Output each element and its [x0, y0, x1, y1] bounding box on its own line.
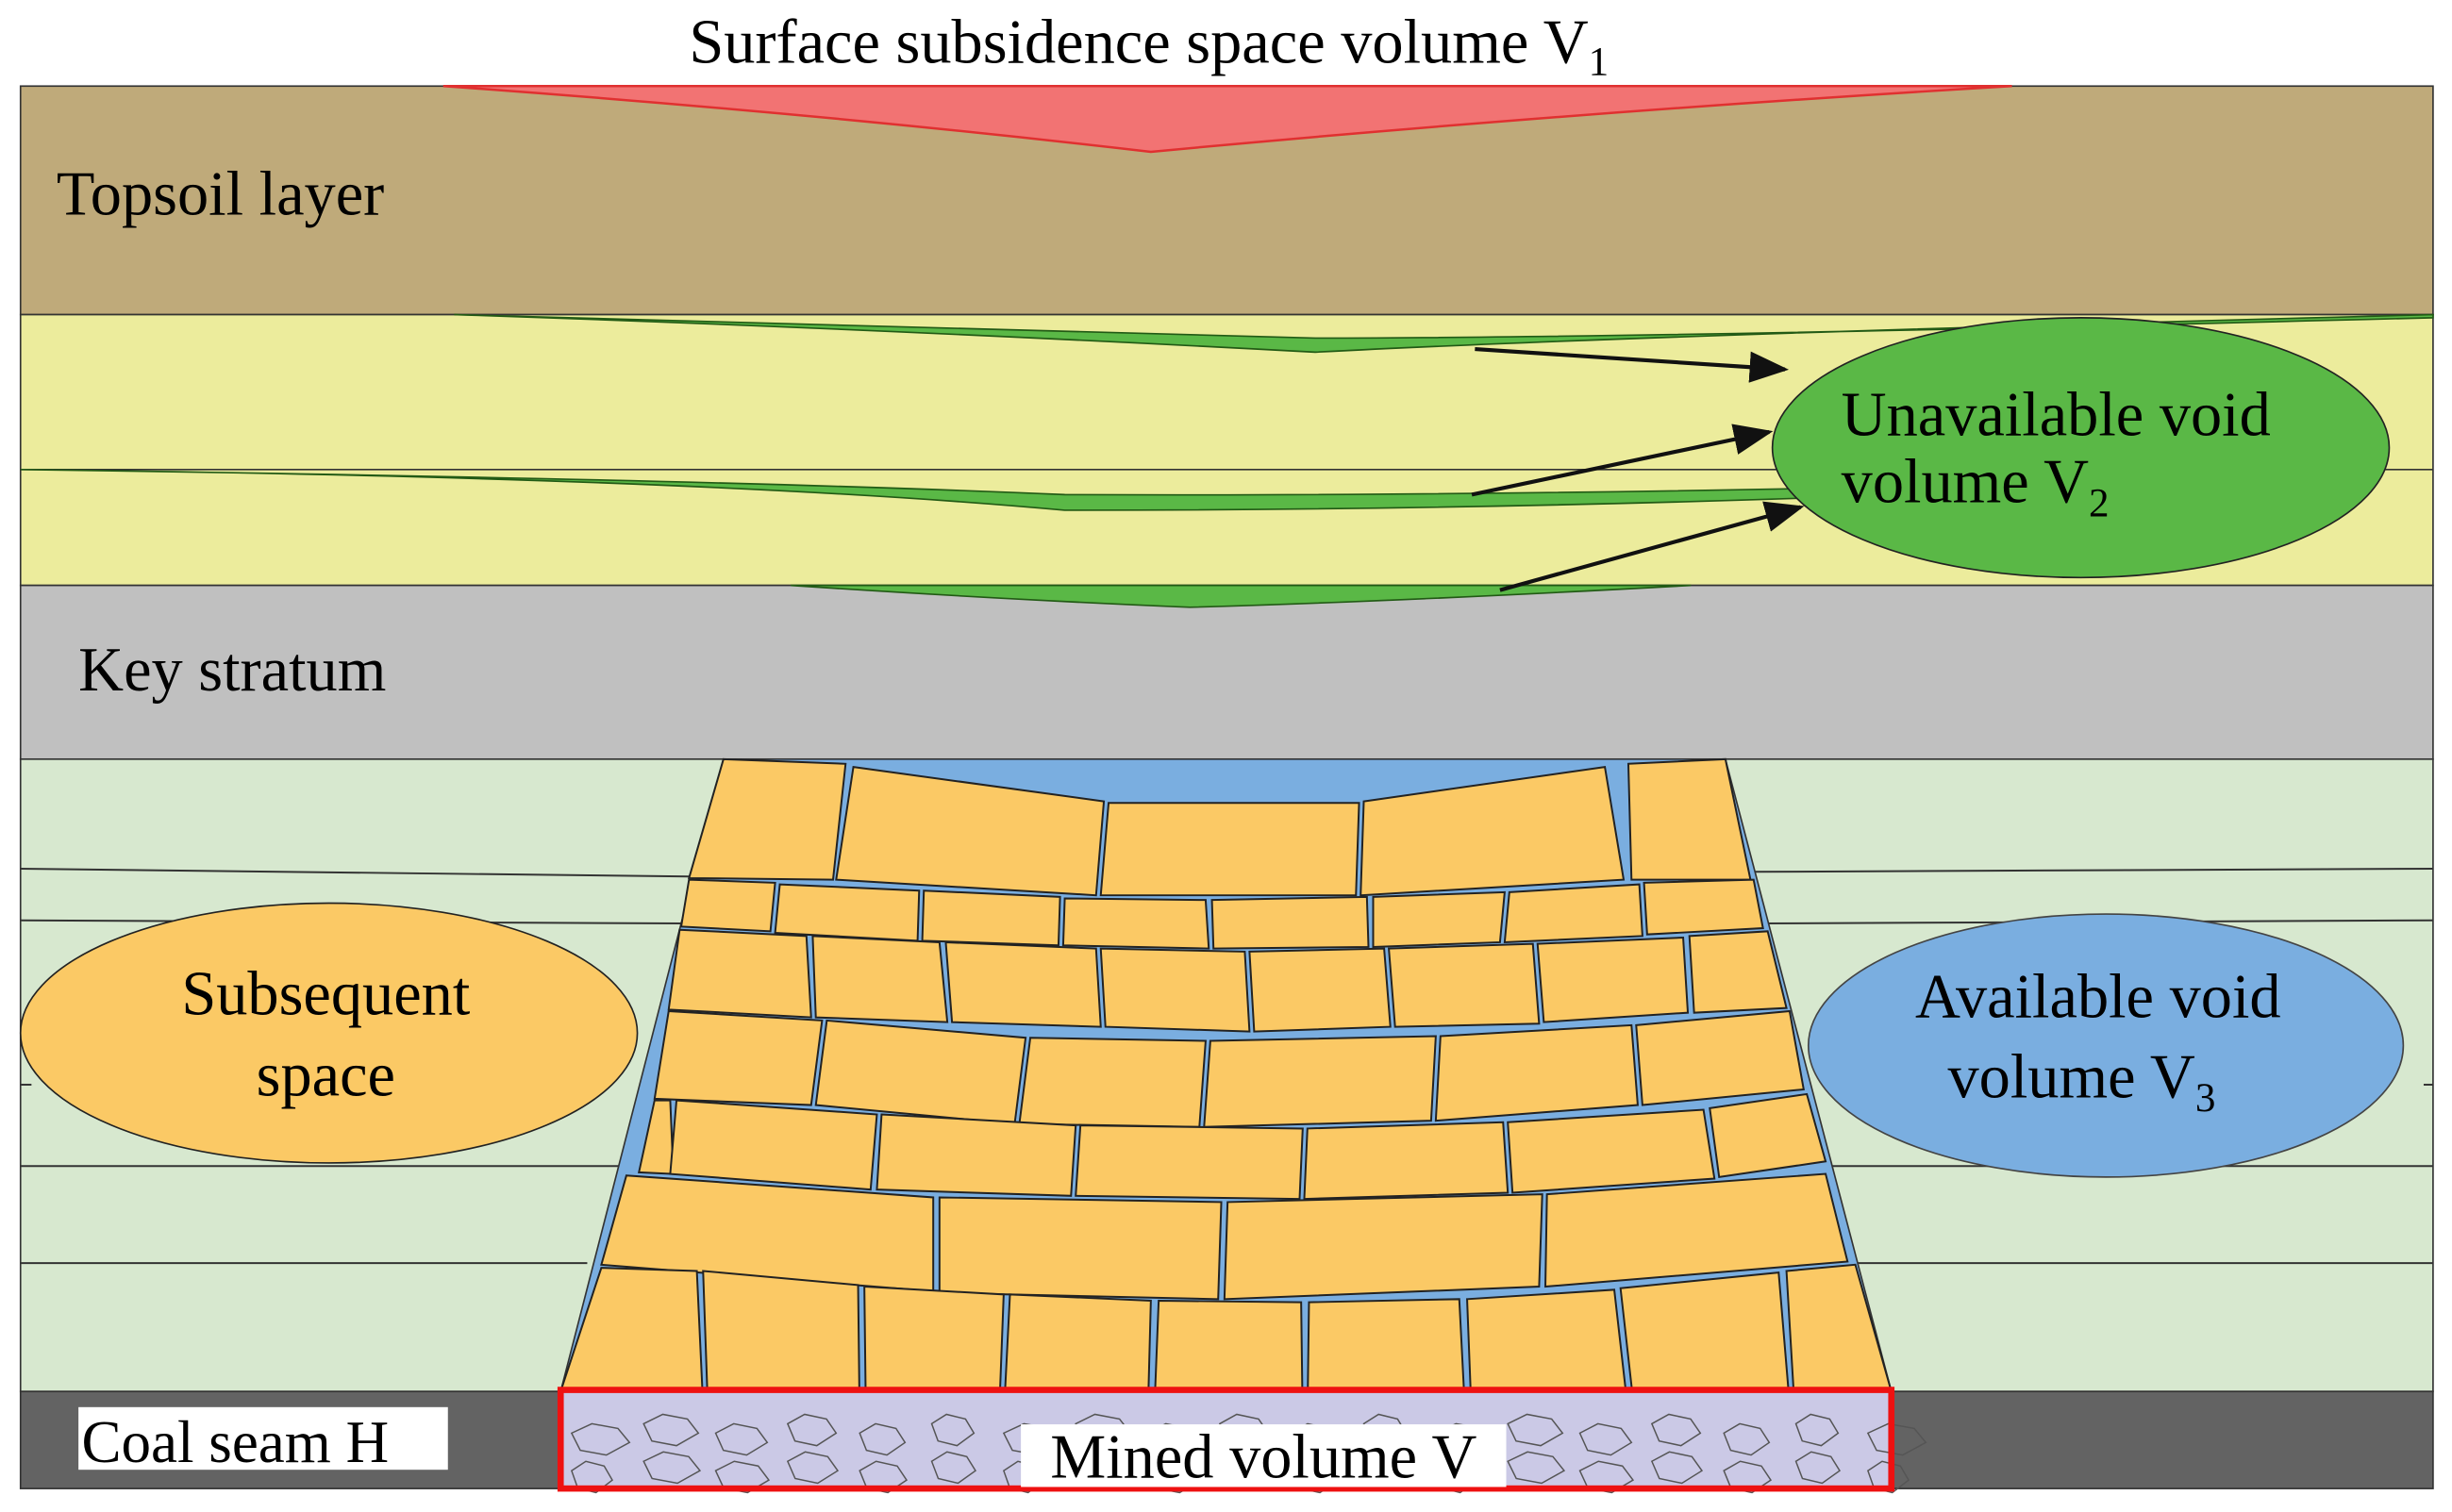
rock-block — [653, 1009, 824, 1106]
rock-block — [1018, 1037, 1207, 1128]
rubble-fragment — [1794, 1413, 1840, 1447]
mined-volume-outline — [557, 1387, 1895, 1492]
rubble-fragment — [570, 1422, 631, 1456]
rubble-fragment — [786, 1451, 840, 1485]
rock-block — [1359, 765, 1626, 897]
rock-block — [876, 1113, 1077, 1197]
rubble-fragment — [859, 1422, 907, 1456]
arrow-1 — [1475, 346, 1790, 383]
rock-block — [1388, 942, 1541, 1028]
rock-block — [1061, 897, 1210, 950]
rock-block — [938, 1196, 1223, 1301]
rock-block — [1303, 1121, 1510, 1201]
subsequent-space-label-1: Subsequent — [181, 959, 471, 1028]
unavailable-void-label-2: volume V2 — [1842, 448, 2110, 526]
rubble-fragment — [1507, 1413, 1564, 1447]
rubble-fragment — [642, 1451, 702, 1485]
rubble-fragment — [714, 1422, 769, 1456]
mined-area — [557, 1387, 1927, 1494]
rock-block — [1544, 1172, 1849, 1288]
surface-subsidence-basin — [442, 85, 2012, 154]
rubble-fragment — [1794, 1451, 1841, 1485]
rubble-fragment — [930, 1451, 976, 1485]
key-stratum-label: Key stratum — [78, 636, 386, 705]
rubble-fragment — [1507, 1451, 1566, 1485]
rock-block — [1434, 1023, 1639, 1122]
coal-seam-label: Coal seam H — [81, 1409, 389, 1475]
rock-block — [1075, 1124, 1304, 1201]
rock-block — [1688, 930, 1788, 1014]
coal-seam-label-bg — [78, 1406, 448, 1470]
rock-block — [1248, 947, 1392, 1033]
mined-volume-label: Mined volume V — [1050, 1422, 1476, 1491]
rubble-fragment — [642, 1413, 700, 1447]
rock-block — [921, 889, 1061, 947]
rock-block — [1635, 1009, 1805, 1106]
rock-block — [1709, 1092, 1827, 1179]
arrow-2 — [1471, 424, 1774, 497]
rock-block — [1210, 895, 1370, 950]
rock-block — [1503, 883, 1643, 944]
rock-block — [944, 940, 1102, 1028]
rubble-fragment — [1650, 1413, 1702, 1447]
rubble-fragment — [1650, 1451, 1704, 1485]
diagram-title: Surface subsidence space volume V1 — [689, 8, 1609, 84]
subsequent-space-label-2: space — [257, 1041, 395, 1110]
rock-block — [1536, 936, 1690, 1023]
arrow-3 — [1499, 501, 1805, 592]
rock-block — [669, 1099, 878, 1191]
rock-block — [1099, 802, 1360, 897]
rubble-fragment — [786, 1413, 838, 1447]
rock-block — [1643, 878, 1764, 936]
rock-block — [687, 757, 847, 881]
rock-block — [814, 1019, 1027, 1125]
rock-block — [679, 878, 776, 933]
available-void-label-2: volume V3 — [1947, 1042, 2215, 1121]
rock-block — [811, 935, 949, 1023]
available-void-ellipse — [1807, 913, 2405, 1178]
rock-block — [1223, 1193, 1543, 1301]
unavailable-void-label-1: Unavailable void — [1842, 380, 2271, 449]
subsequent-space-ellipse — [19, 902, 639, 1164]
rock-block — [1099, 947, 1251, 1033]
unavailable-void-3 — [791, 584, 1692, 608]
rock-block — [774, 883, 921, 942]
available-void-label-1: Available void — [1915, 963, 2281, 1032]
topsoil-label: Topsoil layer — [57, 159, 384, 228]
void-arrows — [1471, 346, 1805, 592]
rock-block — [835, 765, 1106, 897]
broken-rock-blocks — [559, 757, 1893, 1422]
rubble-fragment — [930, 1413, 976, 1447]
rubble-fragment — [1866, 1422, 1927, 1456]
rubble-fragment — [1723, 1422, 1771, 1456]
rock-block — [1203, 1035, 1437, 1128]
rock-block — [1507, 1108, 1716, 1194]
unavailable-void-1 — [454, 313, 2434, 354]
rock-block — [1372, 890, 1506, 948]
rock-block — [667, 928, 812, 1019]
rubble-fragment — [1578, 1422, 1633, 1456]
